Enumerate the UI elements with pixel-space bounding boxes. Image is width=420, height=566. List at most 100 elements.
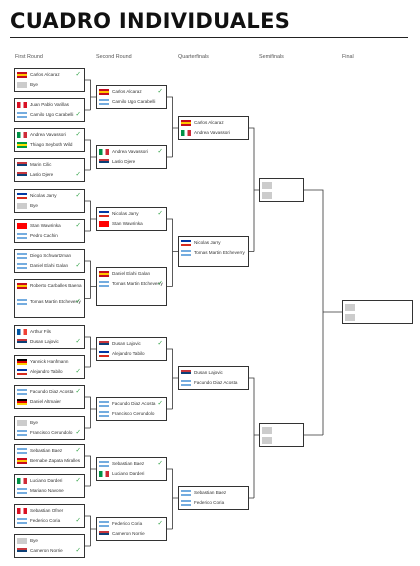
player-row[interactable]: Marin Cilic [15,160,84,170]
match-box-f1[interactable] [342,300,413,324]
player-row[interactable]: Daniel Altmaier [15,397,84,407]
player-row[interactable]: Federico Coria✓ [15,516,84,526]
player-row[interactable]: Sebastian Baez✓ [15,446,84,456]
player-row[interactable]: Andrea Vavassori [179,128,248,138]
player-row[interactable]: Bye [15,536,84,546]
player-row[interactable]: Roberto Carballes Baena [15,281,84,297]
flag-icon [17,112,27,118]
player-row[interactable]: Stan Wawrinka✓ [15,221,84,231]
player-row[interactable]: Daniel Elahi Galan [97,269,166,279]
player-row[interactable]: Daniel Elahi Galan✓ [15,261,84,271]
flag-icon [17,399,27,405]
player-row[interactable]: Dusan Lajovic✓ [97,339,166,349]
player-row[interactable]: Federico Coria✓ [97,519,166,529]
player-row[interactable]: Camilo Ugo Carabelli [97,97,166,107]
match-box-r2m1[interactable]: Carlos Alcaraz✓Camilo Ugo Carabelli [96,85,167,109]
player-row[interactable]: Bye [15,201,84,211]
player-row[interactable]: Camilo Ugo Carabelli✓ [15,110,84,120]
player-row[interactable]: Dusan Lajovic✓ [15,337,84,347]
player-row[interactable]: Bernabe Zapata Miralles [15,456,84,472]
match-box-r2m6[interactable]: Facundo Diaz Acosta✓Francisco Cerundolo [96,397,167,421]
player-row[interactable]: Diego Schwartzman [15,251,84,261]
player-row[interactable]: Carlos Alcaraz✓ [97,87,166,97]
player-row[interactable]: Nicolas Jarry✓ [97,209,166,219]
player-row[interactable]: Thiago Seyboth Wild [15,140,84,150]
player-row[interactable]: Dusan Lajovic [179,368,248,378]
player-row[interactable]: Facundo Diaz Acosta✓ [15,387,84,397]
player-row[interactable]: Juan Pablo Varillas [15,100,84,110]
player-row[interactable]: Alejandro Tabilo [97,349,166,359]
match-box-r2m7[interactable]: Sebastian Baez✓Luciano Darderi [96,457,167,481]
match-box-r1m13[interactable]: Sebastian Baez✓Bernabe Zapata Miralles [14,444,85,468]
player-row[interactable]: Luciano Darderi✓ [15,476,84,486]
player-row[interactable]: Nicolas Jarry✓ [15,191,84,201]
player-row[interactable]: Luciano Darderi [97,469,166,479]
match-box-r2m3[interactable]: Nicolas Jarry✓Stan Wawrinka [96,207,167,231]
player-row[interactable]: Cameron Norrie✓ [15,546,84,556]
match-box-r2m8[interactable]: Federico Coria✓Cameron Norrie [96,517,167,541]
player-row[interactable]: Sebastian Baez✓ [97,459,166,469]
match-box-sf1[interactable] [259,178,304,202]
player-row[interactable] [343,312,412,322]
player-row[interactable]: Bye [15,80,84,90]
flag-icon [17,193,27,199]
player-row[interactable]: Sebastian Ofner [15,506,84,516]
player-row[interactable]: Yannick Hanfmann [15,357,84,367]
connector-line [85,336,96,368]
match-box-r1m1[interactable]: Carlos Alcaraz✓Bye [14,68,85,92]
player-row[interactable] [260,190,303,200]
player-row[interactable]: Bye [15,418,84,428]
player-row[interactable]: Arthur Fils [15,327,84,337]
player-row[interactable] [260,180,303,190]
player-row[interactable]: Laslo Djere [97,157,166,167]
player-row[interactable]: Tomas Martin Etcheverry✓ [97,279,166,295]
player-row[interactable]: Francisco Cerundolo✓ [15,428,84,438]
player-row[interactable] [260,435,303,445]
player-row[interactable]: Cameron Norrie [97,529,166,539]
player-row[interactable]: Pedro Cachin [15,231,84,241]
player-row[interactable]: Andrea Vavassori✓ [15,130,84,140]
player-row[interactable]: Francisco Cerundolo [97,409,166,419]
match-box-sf2[interactable] [259,423,304,447]
match-box-r1m6[interactable]: Stan Wawrinka✓Pedro Cachin [14,219,85,243]
player-row[interactable]: Alejandro Tabilo✓ [15,367,84,377]
flag-icon [17,478,27,484]
match-box-r1m11[interactable]: Facundo Diaz Acosta✓Daniel Altmaier [14,385,85,409]
match-box-r1m14[interactable]: Luciano Darderi✓Mariano Navone [14,474,85,498]
winner-check-icon: ✓ [75,262,81,269]
match-box-r2m5[interactable]: Dusan Lajovic✓Alejandro Tabilo [96,337,167,361]
player-row[interactable]: Carlos Alcaraz [179,118,248,128]
player-row[interactable]: Sebastian Baez [179,488,248,498]
player-row[interactable] [260,425,303,435]
match-box-r2m2[interactable]: Andrea Vavassori✓Laslo Djere [96,145,167,169]
player-row[interactable]: Mariano Navone [15,486,84,496]
player-row[interactable]: Laslo Djere✓ [15,170,84,180]
match-box-r1m3[interactable]: Andrea Vavassori✓Thiago Seyboth Wild [14,128,85,152]
player-row[interactable]: Federico Coria [179,498,248,508]
player-row[interactable]: Stan Wawrinka [97,219,166,229]
match-box-r1m5[interactable]: Nicolas Jarry✓Bye [14,189,85,213]
player-row[interactable]: Andrea Vavassori✓ [97,147,166,157]
player-row[interactable]: Facundo Diaz Acosta✓ [97,399,166,409]
player-row[interactable]: Facundo Diaz Acosta [179,378,248,388]
player-row[interactable]: Carlos Alcaraz✓ [15,70,84,80]
player-row[interactable]: Tomas Martin Etcheverry✓ [15,297,84,313]
player-row[interactable]: Tomas Martin Etcheverry [179,248,248,264]
player-row[interactable]: Nicolas Jarry [179,238,248,248]
player-row[interactable] [343,302,412,312]
